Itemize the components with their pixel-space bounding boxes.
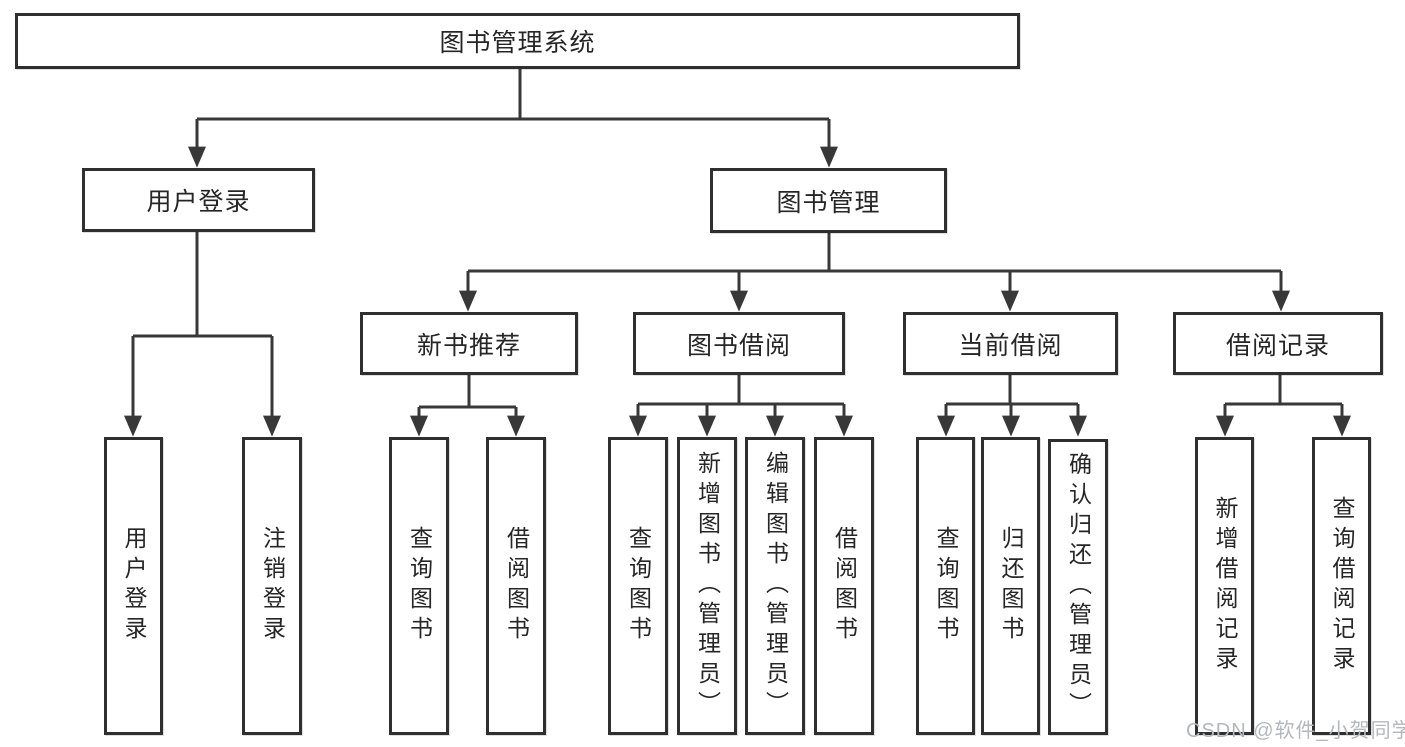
leaf-recommend-query-books: 查询图书: [389, 437, 449, 735]
leaf-record-add-borrow-record: 新增借阅记录: [1195, 437, 1254, 735]
node-borrow-records-label: 借阅记录: [1225, 331, 1330, 360]
leaf-logout: 注销登录: [242, 437, 302, 735]
node-current-borrowing: 当前借阅: [903, 312, 1118, 375]
leaf-user-login: 用户登录: [104, 437, 163, 735]
leaf-borrowing-add-books-admin: 新增图书（管理员）: [677, 437, 737, 735]
leaf-borrowing-borrow-books: 借阅图书: [814, 437, 874, 735]
node-book-borrowing: 图书借阅: [633, 312, 845, 375]
leaf-borrowing-query-books: 查询图书: [608, 437, 668, 735]
node-book-management: 图书管理: [710, 168, 947, 233]
leaf-record-query-borrow-record: 查询借阅记录: [1312, 437, 1371, 735]
node-root-label: 图书管理系统: [439, 29, 596, 57]
node-user-login: 用户登录: [82, 168, 315, 232]
node-borrow-records: 借阅记录: [1173, 312, 1383, 375]
node-user-login-label: 用户登录: [146, 188, 251, 216]
watermark: CSDN @软件_小贺同学: [1186, 720, 1405, 742]
leaf-current-query-books: 查询图书: [916, 437, 975, 735]
leaf-current-confirm-return-admin: 确认归还（管理员）: [1048, 439, 1108, 735]
node-root: 图书管理系统: [15, 13, 1020, 69]
leaf-recommend-borrow-books: 借阅图书: [486, 437, 546, 735]
leaf-current-return-books: 归还图书: [981, 437, 1040, 735]
node-new-book-recommend: 新书推荐: [360, 312, 578, 375]
node-current-borrowing-label: 当前借阅: [958, 331, 1063, 360]
node-book-borrowing-label: 图书借阅: [686, 331, 791, 360]
leaf-borrowing-edit-books-admin: 编辑图书（管理员）: [745, 437, 805, 735]
node-book-management-label: 图书管理: [776, 188, 881, 217]
node-new-book-recommend-label: 新书推荐: [416, 331, 521, 360]
